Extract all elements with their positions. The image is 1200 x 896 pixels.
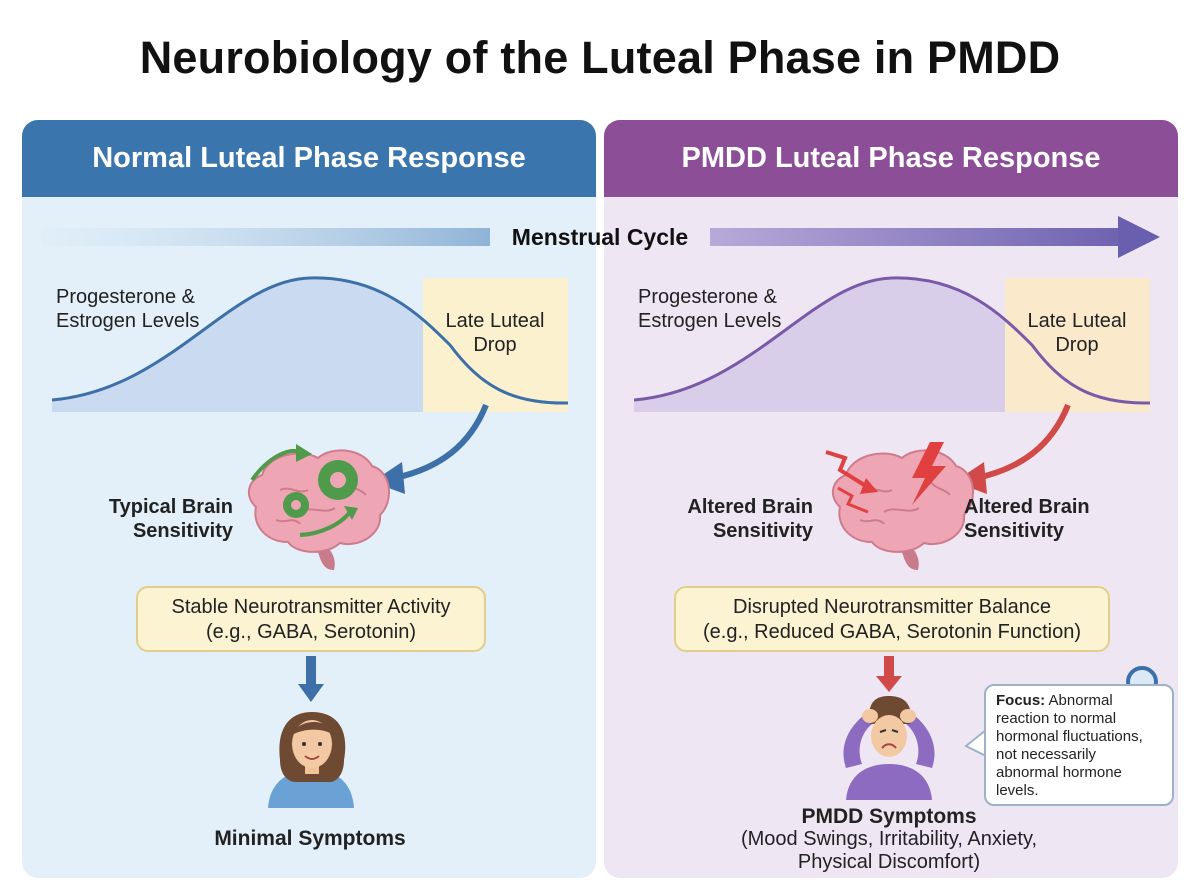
- pmdd-panel-header: PMDD Luteal Phase Response: [604, 120, 1178, 197]
- pmdd-down-arrow-shaft: [884, 656, 894, 676]
- pmdd-hormone-curve: [633, 276, 1151, 405]
- distressed-person-icon: [843, 696, 935, 800]
- cycle-bar-right: [710, 228, 1120, 246]
- normal-drop-label: Late Luteal Drop: [445, 310, 545, 356]
- focus-label: Focus:: [996, 692, 1046, 709]
- normal-drop-arrow: [394, 403, 489, 481]
- pmdd-drop-label: Late Luteal Drop: [1027, 310, 1127, 356]
- normal-down-arrowhead: [298, 684, 324, 702]
- pmdd-hormone-fill: [634, 277, 1005, 412]
- cycle-bar-left: [42, 228, 490, 246]
- menstrual-cycle-label: Menstrual Cycle: [511, 224, 689, 250]
- pmdd-neurotransmitter-box: Disrupted Neurotransmitter Balance (e.g.…: [674, 586, 1110, 652]
- calm-person-icon: [268, 712, 354, 808]
- pmdd-hormone-label: Progesterone & Estrogen Levels: [638, 286, 782, 332]
- normal-outcome-label: Minimal Symptoms: [214, 827, 406, 850]
- normal-brain-icon: [247, 444, 391, 570]
- pmdd-outcome-title: PMDD Symptoms: [801, 805, 977, 828]
- normal-drop-arrowhead: [372, 462, 405, 494]
- normal-panel-header: Normal Luteal Phase Response: [22, 120, 596, 197]
- cycle-arrow-head: [1118, 216, 1160, 258]
- normal-late-luteal-zone: [423, 278, 568, 412]
- normal-brain-label: Typical Brain Sensitivity: [108, 496, 233, 542]
- pmdd-down-arrowhead: [876, 676, 902, 692]
- pmdd-brain-label-left: Altered Brain Sensitivity: [687, 496, 813, 542]
- normal-hormone-fill: [52, 277, 423, 412]
- pmdd-brain-icon: [825, 442, 975, 570]
- focus-callout: Focus: Abnormal reaction to normal hormo…: [984, 684, 1174, 806]
- normal-hormone-curve: [51, 276, 569, 405]
- normal-hormone-label: Progesterone & Estrogen Levels: [56, 286, 200, 332]
- normal-neurotransmitter-box: Stable Neurotransmitter Activity (e.g., …: [136, 586, 486, 652]
- normal-down-arrow-shaft: [306, 656, 316, 684]
- pmdd-late-luteal-zone: [1005, 278, 1150, 412]
- pmdd-drop-arrow: [976, 403, 1071, 481]
- focus-callout-pointer: [964, 727, 987, 758]
- pmdd-outcome-label: PMDD Symptoms (Mood Swings, Irritability…: [700, 805, 1078, 874]
- pmdd-brain-label-right: Altered Brain Sensitivity: [964, 496, 1090, 542]
- page-title: Neurobiology of the Luteal Phase in PMDD: [139, 32, 1061, 83]
